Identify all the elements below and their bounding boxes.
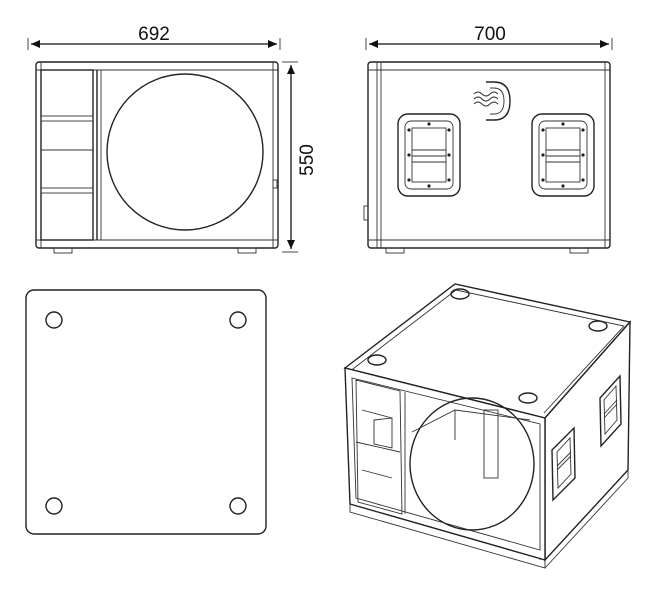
perspective-handle-rear [599, 374, 622, 448]
dimension-side-depth: 700 [365, 24, 613, 50]
perspective-handle-front [551, 426, 576, 502]
top-view [25, 289, 267, 535]
logo-icon [473, 81, 511, 121]
side-depth-label: 700 [474, 24, 506, 45]
height-label: 550 [297, 144, 318, 176]
handle-left [397, 113, 461, 197]
perspective-view [343, 283, 632, 569]
front-view [35, 61, 279, 254]
top-foot-hole [45, 311, 63, 329]
top-foot-hole [229, 311, 247, 329]
top-foot-hole [229, 497, 247, 515]
dimension-front-width: 692 [27, 24, 281, 50]
front-width-label: 692 [138, 24, 170, 45]
top-foot-hole [45, 497, 63, 515]
woofer-circle [106, 73, 264, 231]
woofer-opening [409, 397, 535, 531]
side-view [363, 61, 611, 254]
dimension-height: 550 [282, 61, 318, 253]
handle-right [531, 113, 595, 197]
